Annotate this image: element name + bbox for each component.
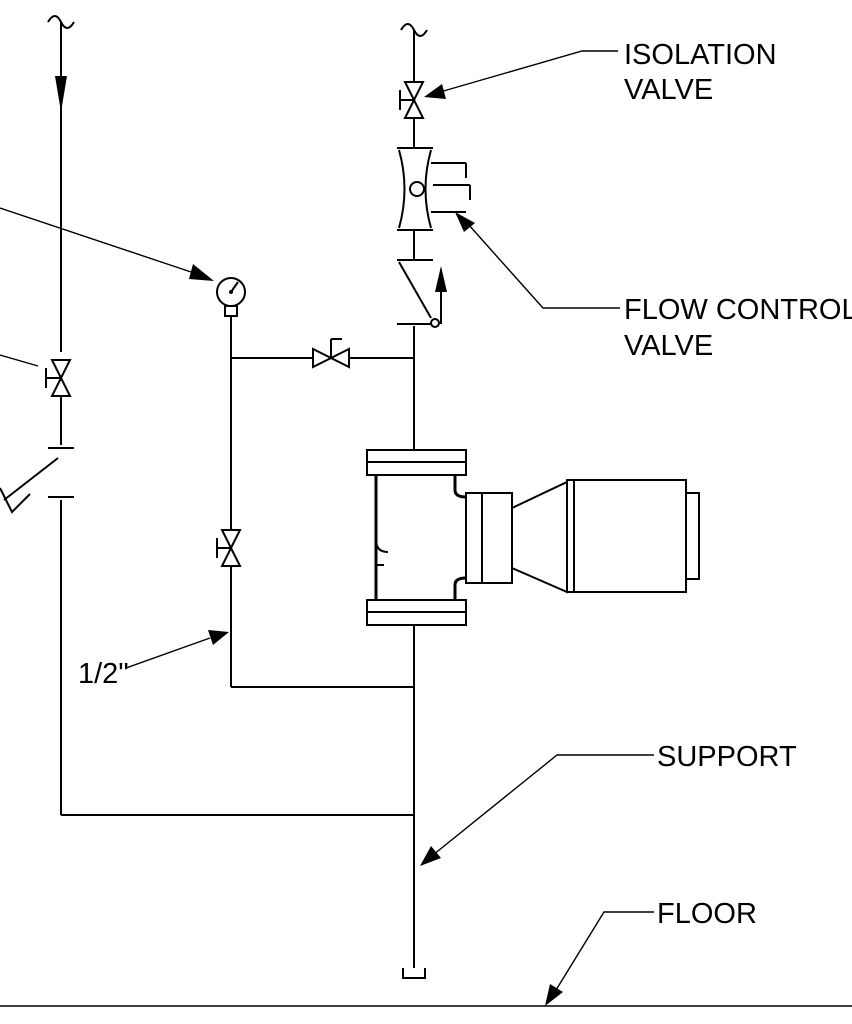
left-riser-valve (45, 359, 72, 397)
support-callout: SUPPORT (420, 741, 797, 866)
check-valve (397, 259, 447, 328)
flow-control-valve-callout: FLOW CONTROL VALVE (455, 212, 852, 362)
floor-callout: FLOOR (545, 898, 757, 1006)
half-inch-label: 1/2" (78, 658, 129, 690)
gauge-branch (0, 207, 414, 688)
main-riser (366, 23, 700, 979)
isolation-valve (399, 81, 425, 119)
drain-cap (402, 968, 426, 979)
pressure-gauge (216, 277, 246, 317)
pump (366, 449, 700, 626)
flow-control-valve-label-1: FLOW CONTROL (624, 294, 852, 326)
left-riser (0, 15, 75, 815)
flow-control-valve-label-2: VALVE (624, 330, 713, 362)
check-valve-arrow (435, 266, 447, 292)
flow-control-valve (397, 147, 471, 231)
half-inch-callout: 1/2" (78, 630, 229, 690)
bypass-valve (312, 338, 350, 369)
left-check-valve-partial (0, 457, 59, 514)
isolation-valve-label-2: VALVE (624, 74, 713, 106)
floor-label: FLOOR (657, 898, 757, 930)
gauge-line-valve (216, 529, 242, 567)
support-label: SUPPORT (657, 741, 797, 773)
isolation-valve-callout: ISOLATION VALVE (424, 39, 777, 106)
isolation-valve-label-1: ISOLATION (624, 39, 777, 71)
flow-arrow-left (55, 76, 67, 112)
